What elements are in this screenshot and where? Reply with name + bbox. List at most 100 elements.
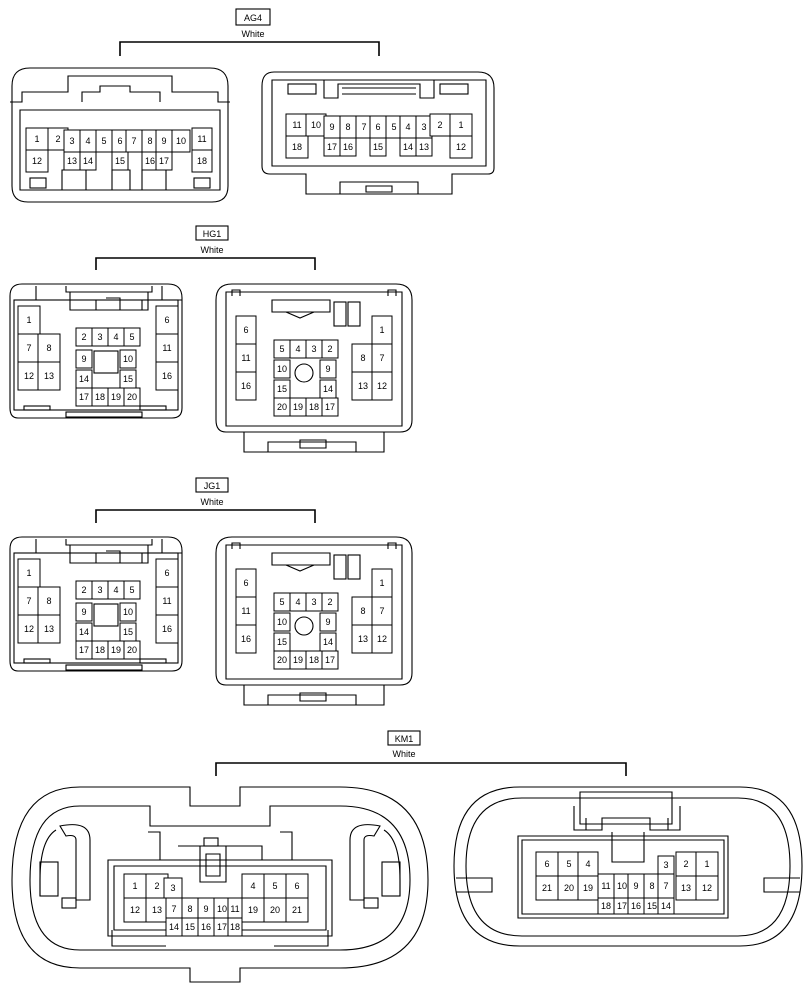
pin-number: 20	[277, 655, 287, 665]
pin-number: 13	[67, 156, 77, 166]
pin-number: 15	[115, 156, 125, 166]
pin-number: 6	[164, 568, 169, 578]
pin-number: 19	[248, 905, 258, 915]
pin-number: 19	[583, 883, 593, 893]
pin-number: 18	[292, 142, 302, 152]
pin-number: 8	[360, 606, 365, 616]
pin-number: 9	[161, 136, 166, 146]
connector-jg1-bracket	[95, 509, 316, 523]
pin-number: 5	[129, 332, 134, 342]
pin-number: 4	[85, 136, 90, 146]
pin-number: 5	[279, 597, 284, 607]
pin-number: 16	[162, 624, 172, 634]
pin-number: 2	[55, 134, 60, 144]
pin-number: 14	[79, 627, 89, 637]
pin-number: 16	[201, 922, 211, 932]
pin-number: 8	[345, 122, 350, 132]
pin-cavity	[191, 149, 213, 173]
pin-number: 6	[243, 578, 248, 588]
connector-hg1-label-box	[195, 225, 229, 241]
pin-cavity	[695, 875, 719, 901]
connector-ag4-color: White	[241, 29, 264, 39]
pin-number: 3	[69, 136, 74, 146]
pin-cavity	[235, 371, 257, 401]
pin-number: 10	[176, 136, 186, 146]
pin-number: 8	[46, 343, 51, 353]
pin-number: 5	[279, 344, 284, 354]
pin-number: 18	[95, 645, 105, 655]
pin-number: 10	[277, 364, 287, 374]
pin-number: 2	[683, 859, 688, 869]
pin-cavity	[75, 602, 93, 622]
pin-cavity	[449, 135, 473, 159]
pin-cavity	[371, 624, 393, 654]
pin-number: 10	[617, 881, 627, 891]
connector-hg1-bracket	[95, 257, 316, 270]
pin-number: 6	[243, 325, 248, 335]
pin-cavity	[119, 602, 137, 622]
pin-number: 20	[127, 392, 137, 402]
pin-number: 1	[704, 859, 709, 869]
pin-cavity	[285, 897, 309, 923]
pin-number: 11	[162, 343, 171, 353]
pin-number: 13	[152, 905, 162, 915]
pin-cavity	[123, 387, 141, 407]
pin-number: 18	[230, 922, 240, 932]
pin-number: 16	[162, 371, 172, 381]
pin-number: 21	[542, 883, 552, 893]
pin-cavity	[155, 614, 179, 644]
connector-km1-bracket	[215, 762, 627, 776]
pin-number: 15	[123, 627, 133, 637]
pin-cavity	[657, 897, 675, 915]
pin-number: 14	[323, 384, 333, 394]
pin-number: 2	[154, 881, 159, 891]
pin-cavity	[235, 624, 257, 654]
pin-number: 11	[292, 120, 301, 130]
pin-number: 17	[217, 922, 227, 932]
pin-cavity	[339, 137, 357, 157]
pin-number: 17	[159, 156, 169, 166]
pin-number: 11	[230, 904, 239, 914]
pin-number: 4	[585, 859, 590, 869]
pin-number: 1	[379, 578, 384, 588]
pin-number: 10	[123, 607, 133, 617]
pin-cavity	[123, 640, 141, 660]
pin-number: 3	[311, 344, 316, 354]
pin-number: 16	[145, 156, 155, 166]
pin-number: 6	[164, 315, 169, 325]
pin-number: 11	[601, 881, 610, 891]
pin-number: 14	[169, 922, 179, 932]
pin-number: 9	[81, 354, 86, 364]
pin-number: 12	[377, 381, 387, 391]
pin-number: 18	[309, 402, 319, 412]
pin-cavity	[285, 135, 309, 159]
pin-number: 3	[421, 122, 426, 132]
pin-number: 14	[403, 142, 413, 152]
pin-number: 13	[681, 883, 691, 893]
pin-number: 9	[329, 122, 334, 132]
pin-number: 17	[79, 645, 89, 655]
pin-number: 17	[325, 402, 335, 412]
pin-number: 9	[325, 617, 330, 627]
connector-jg1-color: White	[200, 497, 223, 507]
pin-cavity	[75, 349, 93, 369]
pin-cavity	[171, 129, 191, 153]
pin-number: 15	[123, 374, 133, 384]
connector-km1-label-box	[387, 730, 421, 746]
pin-number: 17	[327, 142, 337, 152]
pin-number: 16	[241, 381, 251, 391]
pin-number: 20	[564, 883, 574, 893]
connector-jg1-label-box	[195, 477, 229, 493]
pin-number: 1	[26, 568, 31, 578]
pin-number: 2	[437, 120, 442, 130]
pin-number: 1	[132, 881, 137, 891]
pin-number: 10	[311, 120, 321, 130]
pin-number: 13	[358, 381, 368, 391]
pin-number: 11	[197, 134, 206, 144]
pin-number: 5	[101, 136, 106, 146]
pin-number: 4	[250, 881, 255, 891]
